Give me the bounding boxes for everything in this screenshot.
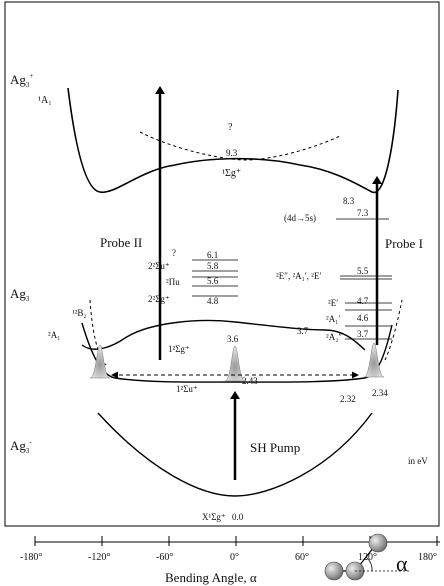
probe1-label: Probe I: [385, 236, 423, 251]
cation-sigma-term: ¹Σg⁺: [222, 168, 241, 179]
cation-right-value: 8.3: [343, 196, 355, 206]
level-term: ?: [172, 248, 176, 258]
cation-state-label: Ag3+: [10, 72, 33, 89]
level-term: ²Πu: [166, 277, 180, 287]
level-value: 4.8: [207, 296, 219, 306]
cation-sigma-value: 9.3: [226, 148, 238, 158]
units-label: in eV: [408, 456, 428, 466]
level-term: ²A₂″: [326, 332, 342, 342]
x-tick-label: 120°: [358, 552, 377, 563]
wavepacket-right: [363, 342, 385, 378]
level-term: ²E″, ²A₁′, ²E′: [276, 271, 321, 281]
level-value: 3.7: [357, 329, 369, 339]
anion-state-label: Ag3-: [10, 438, 32, 455]
wavepacket-left: [89, 344, 111, 379]
angle-arc: [365, 556, 373, 572]
neutral-right-dashed-curve: [384, 299, 403, 361]
x-tick-label: 180°: [418, 552, 437, 563]
cation-1A1-label: ¹A₁: [38, 95, 52, 106]
neutral-lower-term: 1²Σu⁺: [176, 384, 198, 394]
neutral-left-dashed-curve: [89, 299, 107, 366]
x-tick-label: 60°: [295, 552, 309, 563]
level-value: 4.7: [357, 296, 369, 306]
x-tick-label: 0°: [230, 552, 239, 563]
cation-upper-dashed-curve: [139, 131, 341, 161]
atom: [368, 533, 388, 553]
x-tick-label: -60°: [156, 552, 173, 563]
anion-ground-term: X¹Σg⁺: [202, 512, 226, 522]
level-value: 5.5: [357, 266, 369, 276]
figure-frame: [4, 1, 440, 527]
neutral-upper-value: 3.6: [227, 334, 239, 344]
x-tick-label: -120°: [88, 552, 110, 563]
cation-1A1-curve: [67, 87, 399, 194]
geometry-right: 2.34: [372, 388, 388, 398]
probe2-label: Probe II: [100, 235, 142, 250]
geometry-center: 2.43: [242, 376, 258, 386]
neutral-b2-label: ¹²B₂: [72, 308, 87, 318]
level-value: 5.6: [207, 276, 219, 286]
x-tick-label: -180°: [20, 552, 42, 563]
neutral-state-label: Ag3: [10, 286, 30, 303]
level-term: ²E′: [328, 298, 338, 308]
neutral-upper-curve: [81, 319, 366, 351]
level-value: 5.8: [207, 261, 219, 271]
atom: [324, 561, 344, 581]
level-term: ²A₁′: [326, 314, 340, 324]
pump-label: SH Pump: [250, 440, 300, 455]
level-value: 6.1: [207, 250, 218, 260]
anion-curve: [97, 412, 373, 497]
neutral-upper-term: 1²Σg⁺: [168, 344, 190, 354]
neutral-a1-label: ²A₁: [48, 330, 60, 340]
x-axis-title: Bending Angle, α: [165, 570, 257, 585]
neutral-side-value: 3.7: [297, 326, 309, 336]
level-value: 4.6: [357, 313, 369, 323]
alpha-symbol: α: [396, 551, 408, 576]
anion-ground-value: 0.0: [232, 512, 244, 522]
transition-label: (4d→5s): [284, 213, 316, 223]
transition-value: 7.3: [357, 208, 369, 218]
geometry-left: 2.32: [340, 394, 356, 404]
cation-question-label: ?: [228, 122, 233, 133]
molecule-icon: α: [324, 533, 410, 581]
